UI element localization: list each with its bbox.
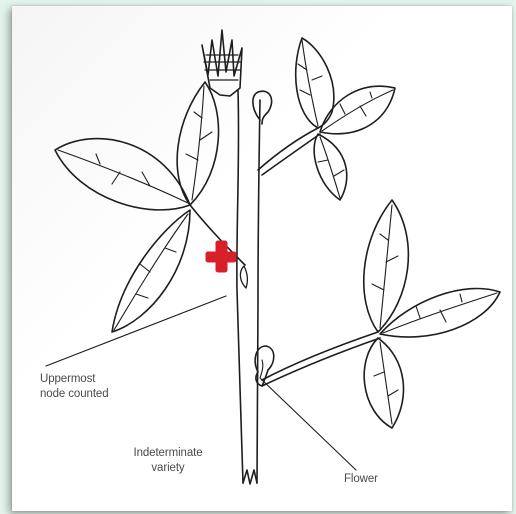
- axillary-bud: [240, 266, 247, 288]
- pointer-flower: [260, 378, 356, 470]
- leaf-lower-right-bottom: [364, 338, 403, 428]
- uppermost-node-label: Uppermost node counted: [40, 372, 109, 402]
- stem-base: [243, 470, 257, 484]
- leaf-upper-right-side: [320, 86, 395, 134]
- flower-label: Flower: [344, 472, 378, 487]
- uppermost-node-label-line2: node counted: [40, 387, 109, 402]
- indeterminate-variety-label: Indeterminate variety: [118, 446, 218, 476]
- pointer-uppermost: [46, 296, 226, 366]
- leaf-left-top: [177, 82, 218, 205]
- upper-right-petiole: [258, 128, 320, 175]
- node-marker: [206, 241, 236, 272]
- lower-right-petiole: [262, 332, 380, 386]
- leaf-lower-right-side: [380, 288, 500, 337]
- uppermost-node-label-line1: Uppermost: [40, 372, 109, 387]
- indeterminate-variety-label-line1: Indeterminate: [118, 446, 218, 461]
- stipule-curl: [253, 91, 272, 124]
- indeterminate-variety-label-line2: variety: [118, 461, 218, 476]
- main-stem: [237, 90, 260, 483]
